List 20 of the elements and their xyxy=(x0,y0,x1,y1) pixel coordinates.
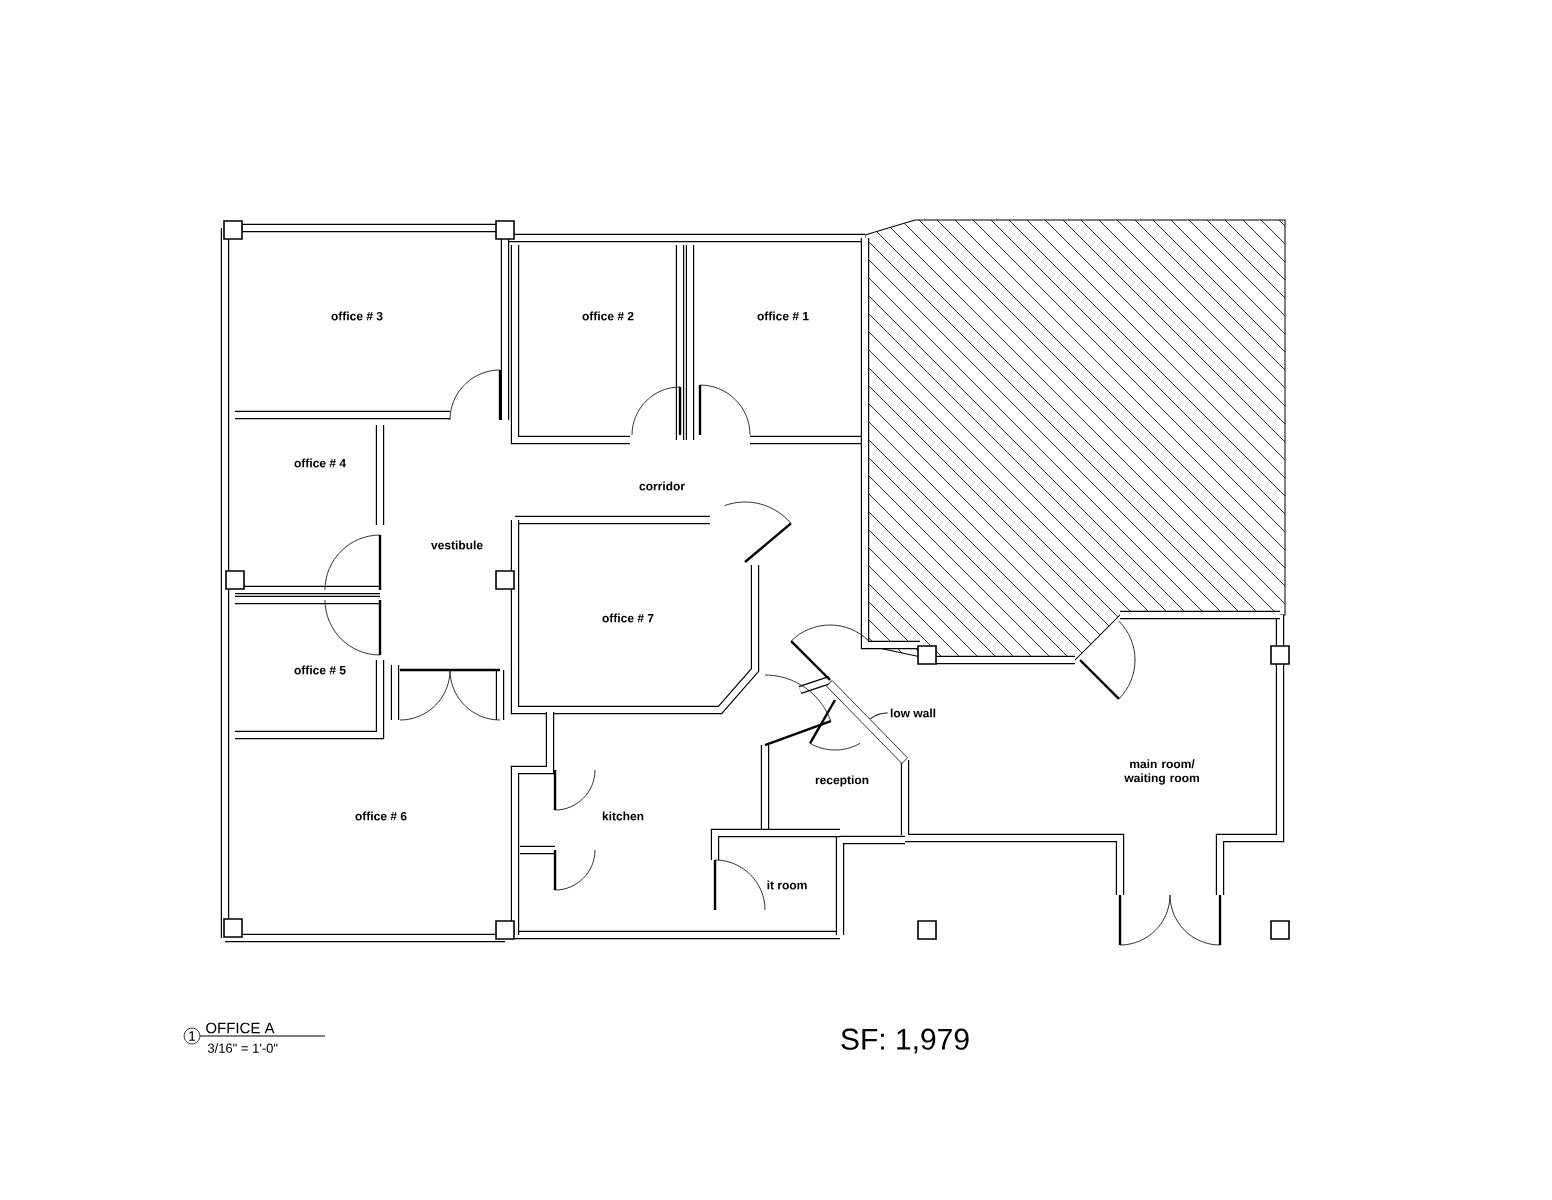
room-label: kitchen xyxy=(602,811,644,821)
callout-number: 1 xyxy=(183,1027,201,1045)
room-label: office # 1 xyxy=(757,311,809,321)
room-label: main room/ waiting room xyxy=(1124,759,1199,785)
scale-note: 3/16" = 1'-0" xyxy=(207,1043,278,1053)
room-label: vestibule xyxy=(431,540,483,550)
area-label: SF: 1,979 xyxy=(841,1028,969,1054)
room-label: office # 2 xyxy=(582,311,634,321)
room-label: reception xyxy=(815,775,869,787)
room-label: office # 7 xyxy=(602,613,654,623)
room-label: it room xyxy=(767,880,807,890)
leader-line xyxy=(869,712,889,720)
plan-title: OFFICE A xyxy=(206,1022,275,1034)
wall-note: low wall xyxy=(890,708,936,718)
room-label: office # 5 xyxy=(294,665,346,675)
low-wall xyxy=(826,680,908,764)
room-label: corridor xyxy=(639,481,685,491)
room-label: office # 6 xyxy=(355,811,407,821)
room-label: office # 3 xyxy=(331,311,383,321)
room-label: office # 4 xyxy=(294,458,346,468)
